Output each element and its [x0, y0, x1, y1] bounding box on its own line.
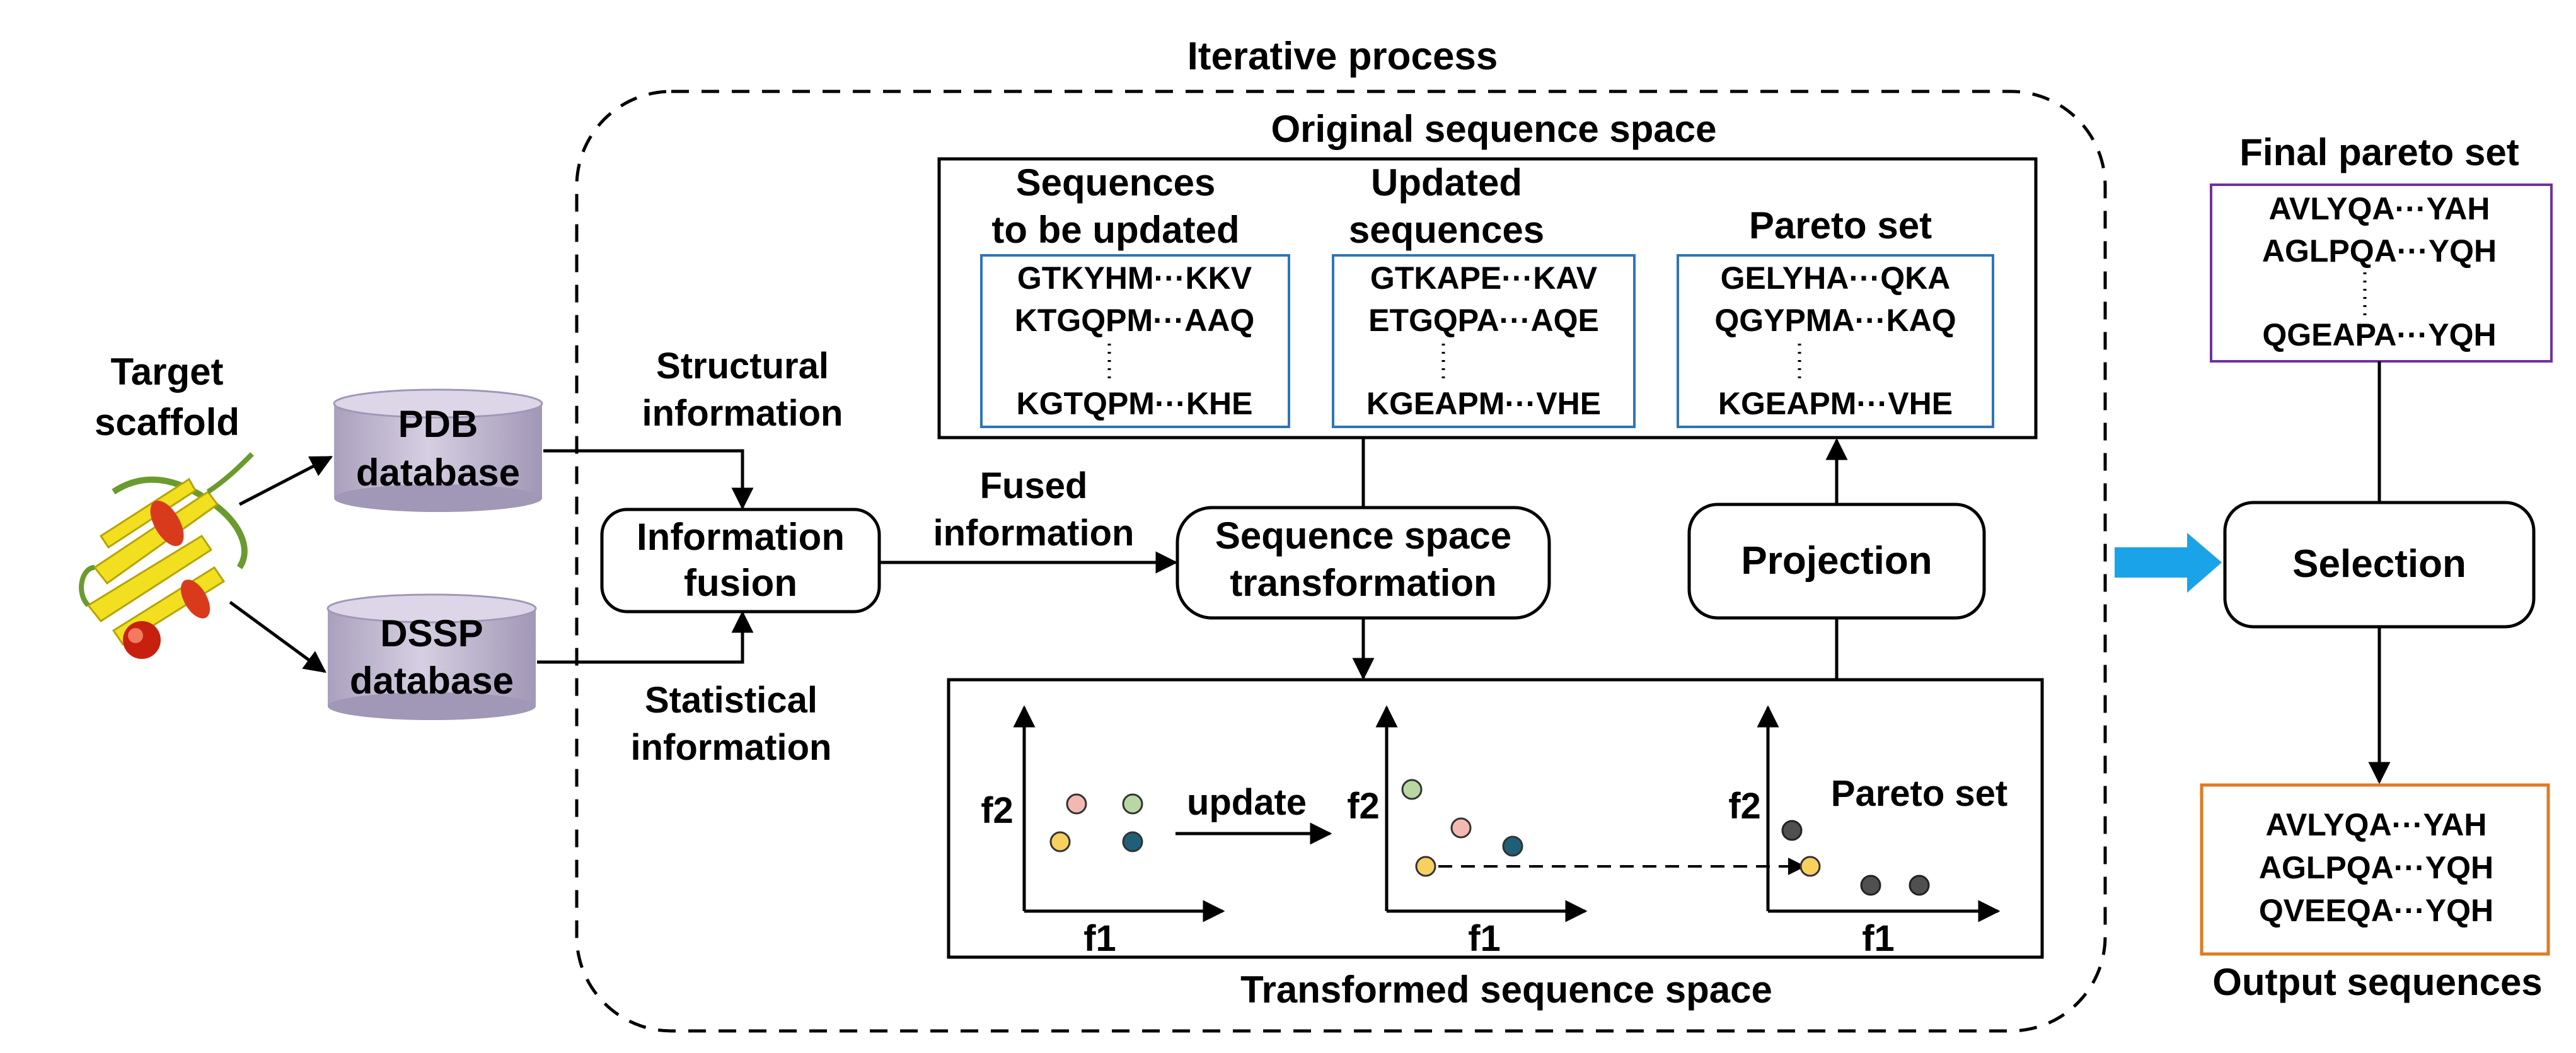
solution-point	[1450, 817, 1472, 839]
fused-info-label: Fused	[980, 465, 1088, 506]
dssp-database-label: DSSP	[380, 612, 483, 654]
group-updated-heading: Updated	[1371, 161, 1522, 204]
seq-row: KGEAPM···VHE	[1366, 386, 1601, 421]
objective-plot-updated	[1375, 705, 1588, 922]
group-pareto-heading: Pareto set	[1749, 204, 1932, 247]
original-space-title: Original sequence space	[1271, 108, 1717, 150]
fused-info-label-2: information	[933, 513, 1135, 554]
solution-point	[1799, 856, 1821, 877]
target-scaffold-label: Target	[111, 351, 224, 393]
structural-info-label: Structural	[656, 346, 829, 387]
projection-label: Projection	[1741, 539, 1932, 583]
seq-row: KGEAPM···VHE	[1718, 386, 1953, 421]
transformation-label-2: transformation	[1230, 562, 1496, 604]
output-flow-arrow	[2115, 533, 2222, 593]
pareto-point	[1909, 875, 1930, 896]
group-to-update-heading: Sequences	[1016, 161, 1216, 204]
solution-point	[1502, 835, 1523, 857]
seq-row: QGEAPA···YQH	[2262, 317, 2496, 352]
arrow-dssp-to-fusion	[537, 610, 754, 664]
group-updated-heading-2: sequences	[1349, 209, 1544, 251]
seq-row: QVEEQA···YQH	[2259, 893, 2493, 928]
information-fusion-label: Information	[637, 516, 845, 558]
solution-point	[1066, 793, 1087, 815]
seq-row: ETGQPA···AQE	[1368, 303, 1599, 338]
final-pareto-title: Final pareto set	[2239, 131, 2519, 173]
updated-sequences-box	[1332, 254, 1636, 428]
pareto-set-plot-label: Pareto set	[1831, 773, 2007, 814]
selection-label: Selection	[2292, 542, 2466, 586]
iterative-process-title: Iterative process	[1187, 35, 1498, 78]
sequences-to-update-box	[980, 254, 1290, 428]
seq-row: AGLPQA···YQH	[2262, 233, 2497, 269]
plot2-x-label: f1	[1468, 918, 1501, 959]
arrow-pdb-to-fusion	[543, 449, 754, 510]
plot2-y-label: f2	[1347, 786, 1380, 827]
pdb-database-label-2: database	[356, 451, 520, 494]
output-sequences-title: Output sequences	[2212, 961, 2542, 1003]
group-to-update-heading-2: to be updated	[991, 209, 1239, 251]
structural-info-label-2: information	[642, 393, 843, 434]
seq-row: AVLYQA···YAH	[2269, 191, 2490, 226]
seq-row: AGLPQA···YQH	[2259, 850, 2493, 885]
arrow-scaffold-to-pdb	[238, 455, 333, 506]
transformed-space-title: Transformed sequence space	[1240, 969, 1772, 1011]
plot3-y-label: f2	[1728, 786, 1761, 827]
seq-row: KTGQPM···AAQ	[1015, 303, 1255, 338]
information-fusion-box	[600, 508, 881, 614]
statistical-info-label: Statistical	[645, 680, 817, 721]
pdb-database-label: PDB	[398, 403, 478, 445]
pareto-sequences-box	[1677, 254, 1994, 428]
plot1-y-label: f2	[981, 790, 1014, 831]
seq-row: QGYPMA···KAQ	[1714, 303, 1956, 338]
information-fusion-label-2: fusion	[684, 562, 797, 604]
protein-structure-icon	[79, 452, 254, 659]
seq-row: AVLYQA···YAH	[2266, 807, 2487, 842]
dssp-database-cylinder	[326, 593, 537, 720]
pareto-point	[1781, 820, 1803, 841]
target-scaffold-label-2: scaffold	[95, 401, 240, 443]
output-sequences-box	[2200, 783, 2550, 956]
statistical-info-label-2: information	[631, 727, 832, 768]
seq-row: GTKYHM···KKV	[1017, 260, 1252, 296]
update-label: update	[1187, 782, 1307, 823]
seq-row: KGTQPM···KHE	[1017, 386, 1253, 421]
transformation-label: Sequence space	[1215, 515, 1511, 557]
objective-plot-initial	[1013, 705, 1225, 922]
transformed-space-box	[947, 678, 2044, 959]
solution-point	[1415, 856, 1436, 877]
seq-row: GELYHA···QKA	[1721, 260, 1951, 296]
plot1-x-label: f1	[1083, 918, 1116, 959]
iterative-process-frame	[575, 90, 2107, 1033]
objective-plot-pareto	[1757, 705, 2001, 922]
seq-row: GTKAPE···KAV	[1370, 260, 1598, 296]
solution-point	[1401, 779, 1423, 800]
arrow-scaffold-to-dssp	[229, 600, 326, 673]
dssp-database-label-2: database	[350, 660, 514, 702]
solution-point	[1122, 793, 1143, 815]
pdb-database-cylinder	[333, 388, 543, 512]
final-pareto-box	[2210, 183, 2553, 363]
solution-point	[1122, 831, 1143, 852]
pareto-point	[1860, 875, 1881, 896]
plot3-x-label: f1	[1862, 918, 1895, 959]
solution-point	[1049, 831, 1071, 852]
